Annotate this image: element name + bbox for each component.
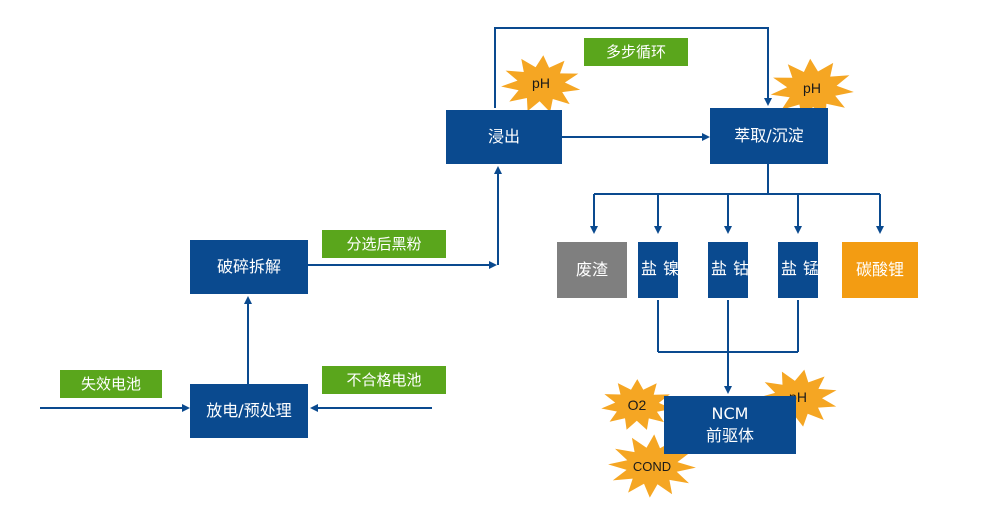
connectors: [40, 27, 884, 412]
burst-ph-leach: [501, 55, 581, 113]
label-failed-battery: 失效电池: [60, 370, 162, 398]
node-extract: 萃取/沉淀: [710, 108, 828, 164]
label-black-powder: 分选后黑粉: [322, 230, 446, 258]
burst-o2-label: O2: [628, 397, 647, 413]
node-crush: 破碎拆解: [190, 240, 308, 294]
node-ncm-precursor: NCM 前驱体: [664, 396, 796, 454]
burst-ph-ncm: [758, 369, 837, 427]
burst-o2: [601, 379, 673, 430]
node-nickel-salt: 镍 盐: [638, 242, 679, 298]
node-leach: 浸出: [446, 110, 562, 164]
ncm-line1: NCM: [711, 404, 749, 423]
ncm-line2: 前驱体: [705, 426, 754, 445]
burst-ph-extract: [770, 58, 854, 119]
node-lithium-carbonate: 碳酸锂: [842, 242, 918, 298]
node-manganese-salt: 锰 盐: [778, 242, 819, 298]
label-unqualified-battery: 不合格电池: [322, 366, 446, 394]
node-waste: 废渣: [557, 242, 627, 298]
burst-ph-extract-label: pH: [803, 80, 821, 96]
label-multi-cycle: 多步循环: [584, 38, 688, 66]
burst-ph-leach-label: pH: [532, 75, 550, 91]
node-discharge: 放电/预处理: [190, 384, 308, 438]
arrow-cycle-loop: [494, 27, 772, 108]
burst-cond: [608, 434, 696, 498]
node-cobalt-salt: 钴 盐: [708, 242, 749, 298]
burst-cond-label: COND: [633, 459, 671, 474]
bursts: pH pH pH O2 COND: [501, 55, 854, 498]
